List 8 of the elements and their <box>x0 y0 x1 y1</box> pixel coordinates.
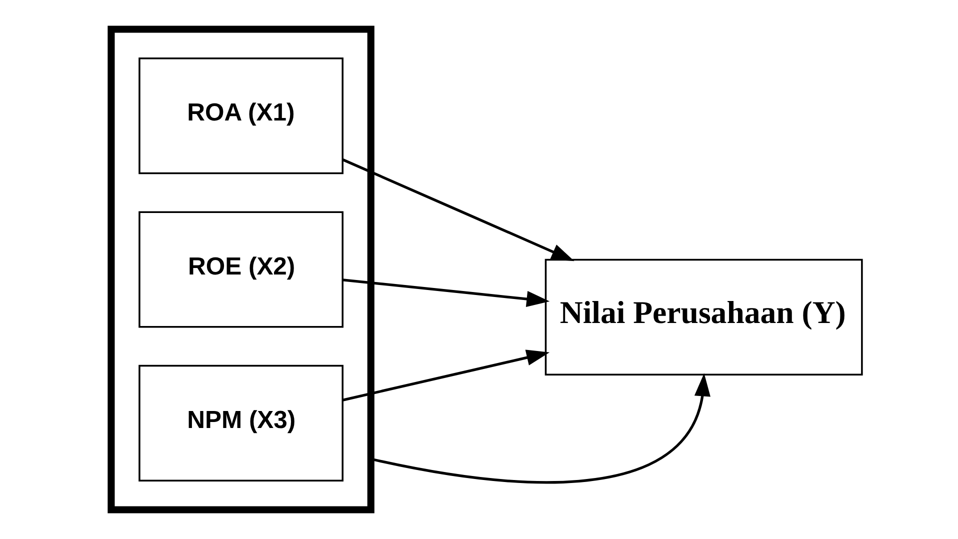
node-box: Nilai Perusahaan (Y) <box>544 258 862 376</box>
node-box: NPM (X3) <box>138 364 343 482</box>
arrow <box>342 278 550 307</box>
node-box: ROA (X1) <box>138 58 343 174</box>
node-box: ROE (X2) <box>138 211 343 328</box>
arrow <box>342 350 550 402</box>
arrow <box>342 158 574 262</box>
cluster <box>107 26 374 514</box>
